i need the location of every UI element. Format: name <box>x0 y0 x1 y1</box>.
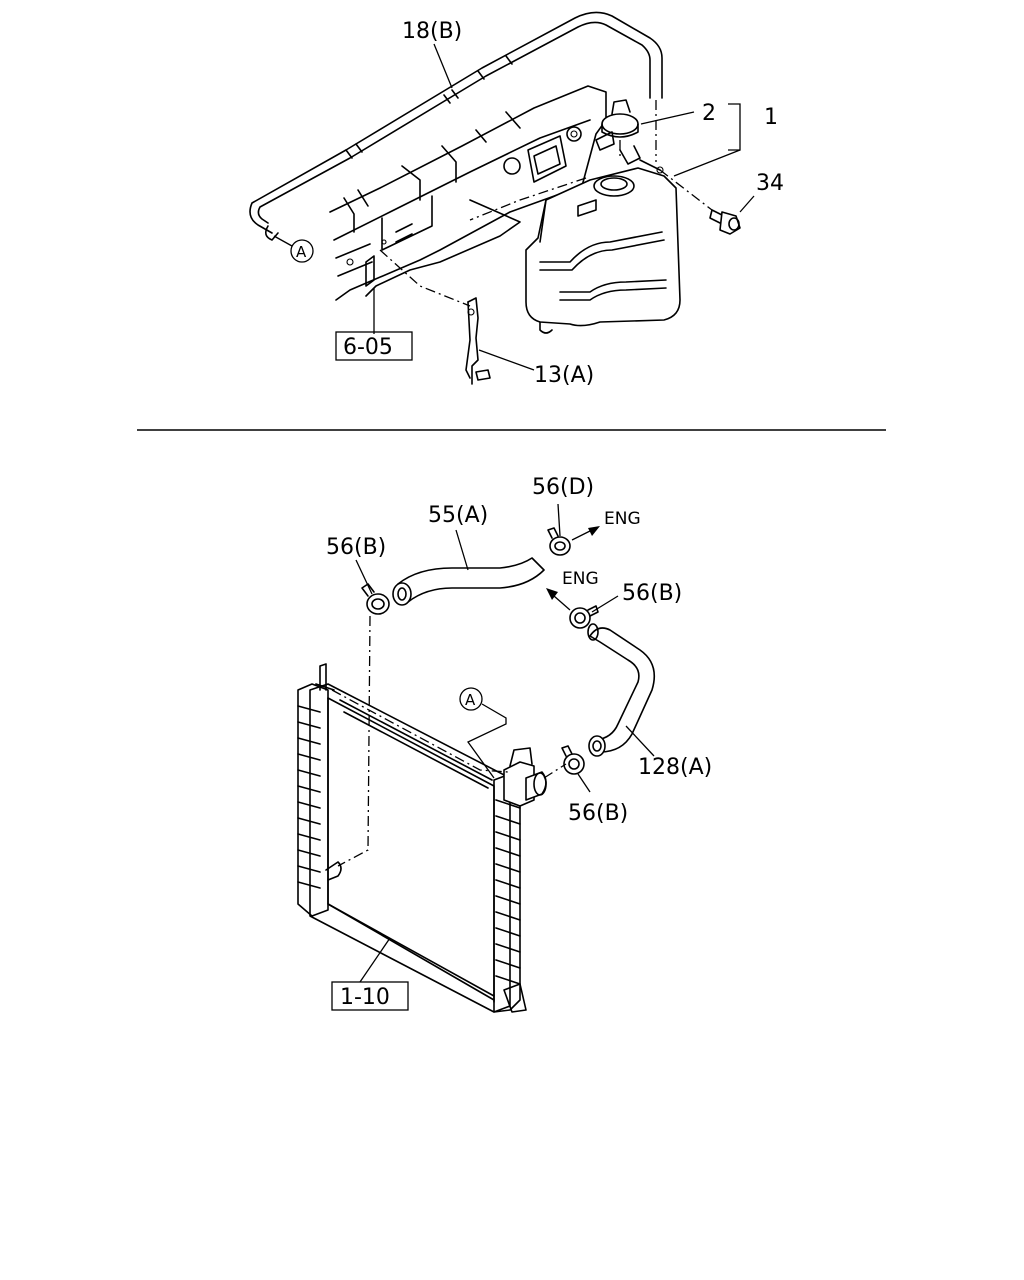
callout-cap: 2 <box>702 101 716 126</box>
ref-box-6-05: 6-05 <box>335 331 413 361</box>
overflow-hose <box>249 11 663 241</box>
pressure-cap <box>595 99 639 151</box>
lower-hose <box>587 623 656 757</box>
callout-bracket: 13(A) <box>534 363 594 388</box>
ref-box-1-10-label: 1-10 <box>340 985 390 1010</box>
callout-reserve-tank: 1 <box>764 105 778 130</box>
bolt <box>709 209 741 235</box>
eng-arrow-upper <box>571 526 600 541</box>
bracket <box>465 297 491 385</box>
radiator <box>297 663 547 1013</box>
callout-clamp-right-lower: 56(B) <box>568 801 628 826</box>
callout-overflow-hose: 18(B) <box>402 19 462 44</box>
callout-clamp-left: 56(B) <box>326 535 386 560</box>
clamp-left <box>361 583 390 615</box>
upper-hose <box>392 557 545 606</box>
top-leaders <box>273 43 755 371</box>
callout-bolt: 34 <box>756 171 784 196</box>
ref-box-1-10: 1-10 <box>331 981 409 1011</box>
frame-rail <box>329 85 607 301</box>
connector-a-circle-bottom-label: A <box>465 691 476 709</box>
eng-label-upper: ENG <box>604 509 641 529</box>
callout-lower-hose: 128(A) <box>638 755 712 780</box>
connector-a-circle-top: A <box>290 239 314 263</box>
connector-a-circle-top-label: A <box>296 243 307 261</box>
callout-clamp-top: 56(D) <box>532 475 594 500</box>
reserve-tank <box>525 145 681 334</box>
connector-a-circle-bottom: A <box>459 687 483 711</box>
bottom-leaders <box>331 503 655 983</box>
ref-box-6-05-label: 6-05 <box>343 335 393 360</box>
clamp-right-lower <box>561 745 585 775</box>
callout-clamp-right-upper: 56(B) <box>622 581 682 606</box>
top-assembly: 18(B) 2 1 34 13(A) 6-05 A <box>249 11 784 388</box>
eng-arrow-lower <box>546 588 571 611</box>
bottom-assembly: 55(A) 56(B) 56(D) 56(B) 128(A) 56(B) ENG… <box>297 475 712 1013</box>
callout-upper-hose: 55(A) <box>428 503 488 528</box>
clamp-top <box>547 527 571 556</box>
eng-label-lower: ENG <box>562 569 599 589</box>
